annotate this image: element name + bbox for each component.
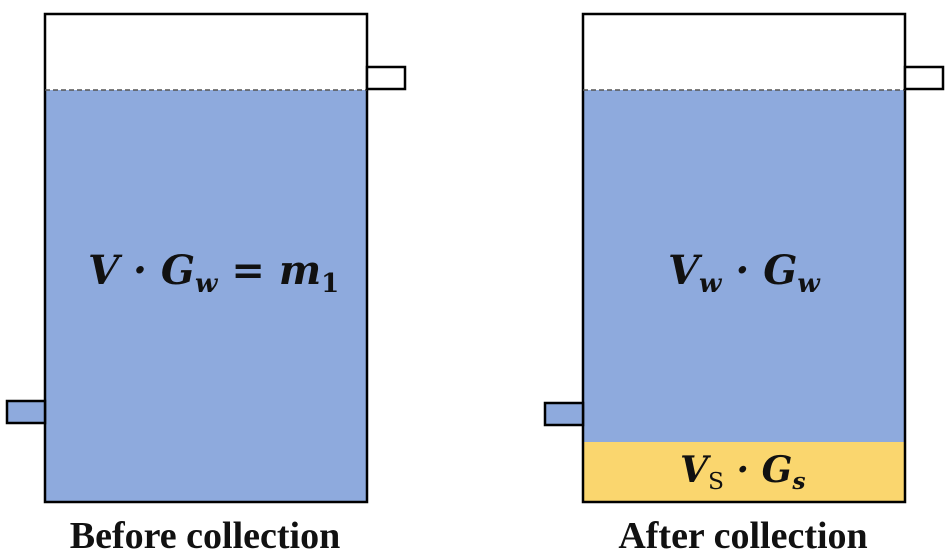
left-bottom-outlet bbox=[5, 399, 47, 425]
left-equation: V · Gw = m1 bbox=[88, 251, 339, 297]
eq-g: G bbox=[160, 247, 196, 294]
right-tank bbox=[543, 12, 945, 504]
water-v-sub: w bbox=[699, 268, 722, 299]
left-tank bbox=[5, 12, 407, 504]
right-top-outlet bbox=[903, 65, 945, 91]
right-caption: After collection bbox=[618, 515, 868, 557]
left-caption: Before collection bbox=[69, 515, 341, 557]
water-g: G bbox=[763, 247, 798, 294]
eq-g-sub: w bbox=[195, 268, 218, 299]
water-g-sub: w bbox=[797, 268, 820, 299]
eq-dot: · bbox=[132, 247, 147, 294]
sed-g-sub: s bbox=[792, 467, 806, 496]
left-top-outlet bbox=[365, 65, 407, 91]
water-dot: · bbox=[735, 247, 750, 294]
eq-m: m bbox=[278, 247, 322, 294]
left-tank-outline bbox=[43, 12, 369, 504]
sed-g: G bbox=[761, 449, 793, 491]
eq-m-sub: 1 bbox=[321, 268, 340, 299]
right-water-label: Vw · Gw bbox=[668, 251, 820, 297]
sed-v-sub: S bbox=[707, 467, 724, 496]
right-tank-sediment bbox=[583, 442, 905, 502]
sed-v: V bbox=[680, 449, 708, 491]
right-sediment-label: VS · Gs bbox=[680, 452, 806, 493]
right-bottom-outlet bbox=[543, 401, 585, 427]
right-tank-water bbox=[583, 90, 905, 442]
right-tank-outline bbox=[581, 12, 907, 504]
eq-v: V bbox=[88, 247, 120, 294]
eq-equals: = bbox=[231, 247, 265, 294]
sed-dot: · bbox=[736, 449, 750, 491]
water-v: V bbox=[668, 247, 700, 294]
left-tank-water bbox=[45, 90, 367, 502]
